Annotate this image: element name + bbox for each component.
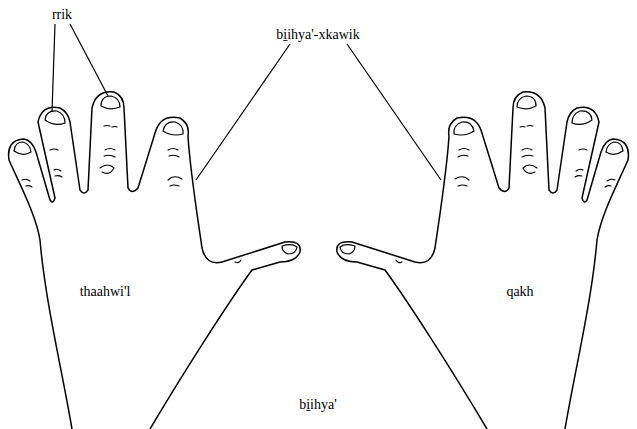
left-hand xyxy=(9,92,301,429)
part-label: bi̱ihya'-xkawik xyxy=(276,27,359,42)
leader-line xyxy=(196,44,290,180)
part-label: qakh xyxy=(506,284,533,299)
leader-lines xyxy=(52,24,441,180)
leader-line xyxy=(70,24,108,96)
part-label: thaahwi'l xyxy=(80,284,131,299)
right-hand xyxy=(337,92,629,429)
leader-line xyxy=(347,44,441,180)
part-label: bi̱ihya' xyxy=(299,397,337,412)
part-label: rrik xyxy=(52,7,72,22)
leader-line xyxy=(52,24,55,112)
